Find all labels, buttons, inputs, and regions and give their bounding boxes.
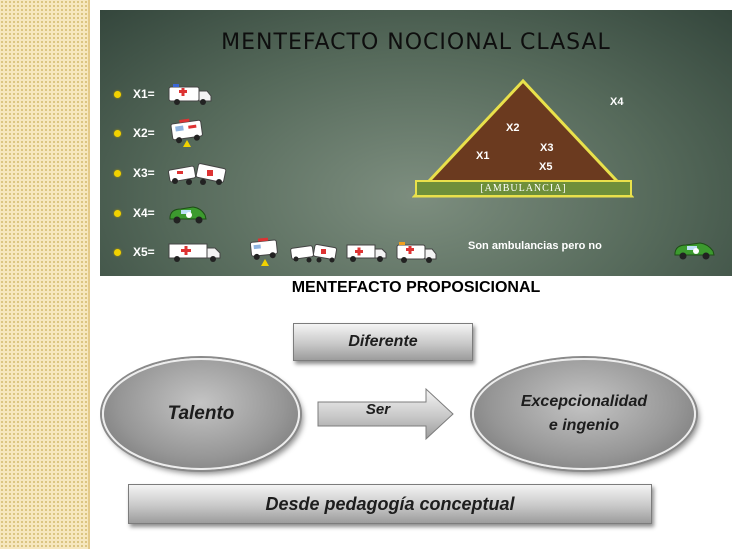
x2-label: X2= bbox=[133, 126, 155, 140]
white-ambulance-icon bbox=[168, 84, 212, 105]
crashed-ambulances-icon bbox=[167, 163, 227, 185]
tilted-ambulance-small-icon bbox=[249, 237, 278, 266]
ser-label: Ser bbox=[365, 401, 391, 418]
triangle-x3-label: X3 bbox=[540, 142, 554, 154]
bullet-icon bbox=[114, 129, 121, 137]
exclusion-x4-label: X4 bbox=[610, 96, 624, 108]
x3-row: X3= bbox=[114, 159, 235, 187]
white-ambulance-small-icon bbox=[396, 242, 437, 263]
excepcionalidad-oval: Excepcionalidad e ingenio bbox=[472, 358, 696, 470]
ambulancia-base-bar: [AMBULANCIA] bbox=[415, 180, 632, 197]
x1-label: X1= bbox=[133, 87, 155, 101]
crashed-ambulance-small-icon bbox=[290, 243, 338, 263]
predicate-line1: Excepcionalidad bbox=[520, 393, 648, 410]
proposicional-title: MENTEFACTO PROPOSICIONAL bbox=[291, 279, 541, 296]
talento-oval: Talento bbox=[102, 358, 300, 470]
predicate-line2: e ingenio bbox=[548, 417, 620, 434]
triangle-x1-label: X1 bbox=[476, 150, 490, 162]
bullet-icon bbox=[114, 248, 121, 256]
x4-label: X4= bbox=[133, 206, 155, 220]
bullet-icon bbox=[114, 169, 121, 177]
tilted-ambulance-icon bbox=[170, 118, 203, 147]
green-car-small-icon bbox=[674, 242, 715, 260]
diferente-label: Diferente bbox=[348, 333, 418, 350]
diferente-box: Diferente bbox=[293, 323, 473, 361]
triangle-x2-label: X2 bbox=[506, 122, 520, 134]
exclusion-caption: Son ambulancias pero no bbox=[468, 240, 602, 252]
bullet-icon bbox=[114, 90, 121, 98]
x2-row: X2= bbox=[114, 118, 213, 147]
triangle-x5-label: X5 bbox=[539, 161, 553, 173]
x3-label: X3= bbox=[133, 166, 155, 180]
clasal-title: MENTEFACTO NOCIONAL CLASAL bbox=[221, 30, 611, 55]
pedagogia-box: Desde pedagogía conceptual bbox=[128, 484, 652, 524]
pedagogia-label: Desde pedagogía conceptual bbox=[265, 493, 515, 514]
clasal-slide: MENTEFACTO NOCIONAL CLASAL X1= X2= bbox=[100, 10, 732, 276]
talento-label: Talento bbox=[167, 403, 235, 424]
x4-row: X4= bbox=[114, 199, 215, 227]
x5-row: X5= bbox=[114, 237, 445, 266]
bullet-icon bbox=[114, 209, 121, 217]
red-cross-ambulance-icon bbox=[168, 243, 221, 262]
green-car-icon bbox=[169, 206, 207, 224]
x5-label: X5= bbox=[133, 245, 155, 259]
red-cross-ambulance-small-icon bbox=[346, 244, 387, 262]
x1-row: X1= bbox=[114, 80, 219, 108]
decorative-side-stripe bbox=[0, 0, 90, 549]
relation-arrow bbox=[317, 387, 454, 441]
decorative-side-rule bbox=[88, 0, 90, 549]
